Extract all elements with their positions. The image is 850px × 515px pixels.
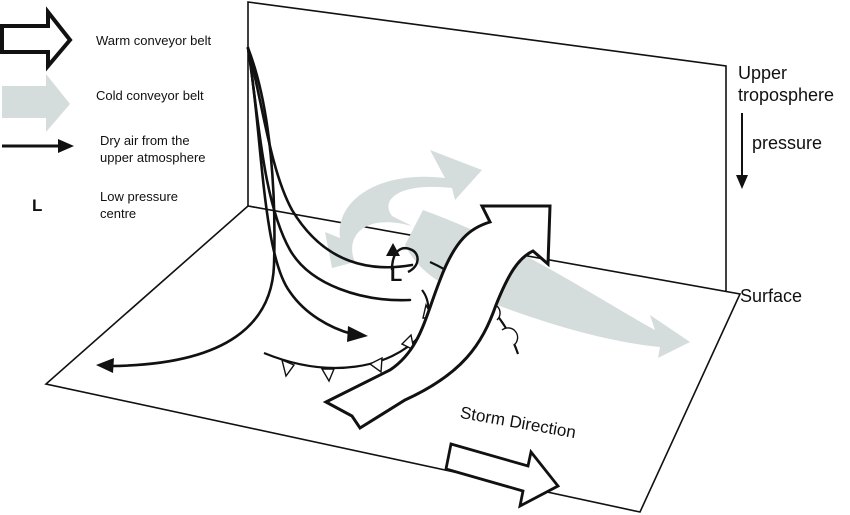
- dry-air-streams: [96, 46, 414, 373]
- cold-front: [263, 289, 435, 383]
- low-pressure-centre-marker: L: [390, 264, 403, 286]
- pressure-down-arrow-icon: [736, 113, 748, 189]
- dry-air-stream-left: [108, 46, 276, 368]
- legend-dry-air-label-line2: upper atmosphere: [100, 150, 206, 165]
- legend-low-symbol: L: [32, 196, 43, 215]
- legend-cold-belt-arrow-icon: [2, 74, 70, 132]
- dry-air-hook: [386, 243, 419, 274]
- upper-troposphere-label-line1: Upper: [738, 63, 788, 83]
- legend-warm-belt-label: Warm conveyor belt: [96, 33, 212, 48]
- legend-cold-belt-label: Cold conveyor belt: [96, 88, 204, 103]
- legend-low-label-line2: centre: [100, 206, 137, 221]
- legend-dry-air-arrow-icon: [2, 139, 74, 153]
- legend-warm-belt-arrow-icon: [0, 6, 73, 72]
- upper-troposphere-label-line2: troposphere: [738, 85, 835, 105]
- storm-direction-arrow-icon: [444, 442, 561, 509]
- dry-air-stream-outer: [246, 46, 414, 269]
- dry-air-stream-right: [246, 46, 412, 302]
- legend-low-label-line1: Low pressure: [100, 189, 179, 204]
- pressure-label: pressure: [752, 133, 823, 153]
- surface-label: Surface: [740, 286, 803, 306]
- warm-conveyor-belt: [322, 204, 552, 431]
- legend-dry-air-label-line1: Dry air from the: [100, 133, 190, 148]
- cold-belt-rising-hook: [325, 150, 482, 268]
